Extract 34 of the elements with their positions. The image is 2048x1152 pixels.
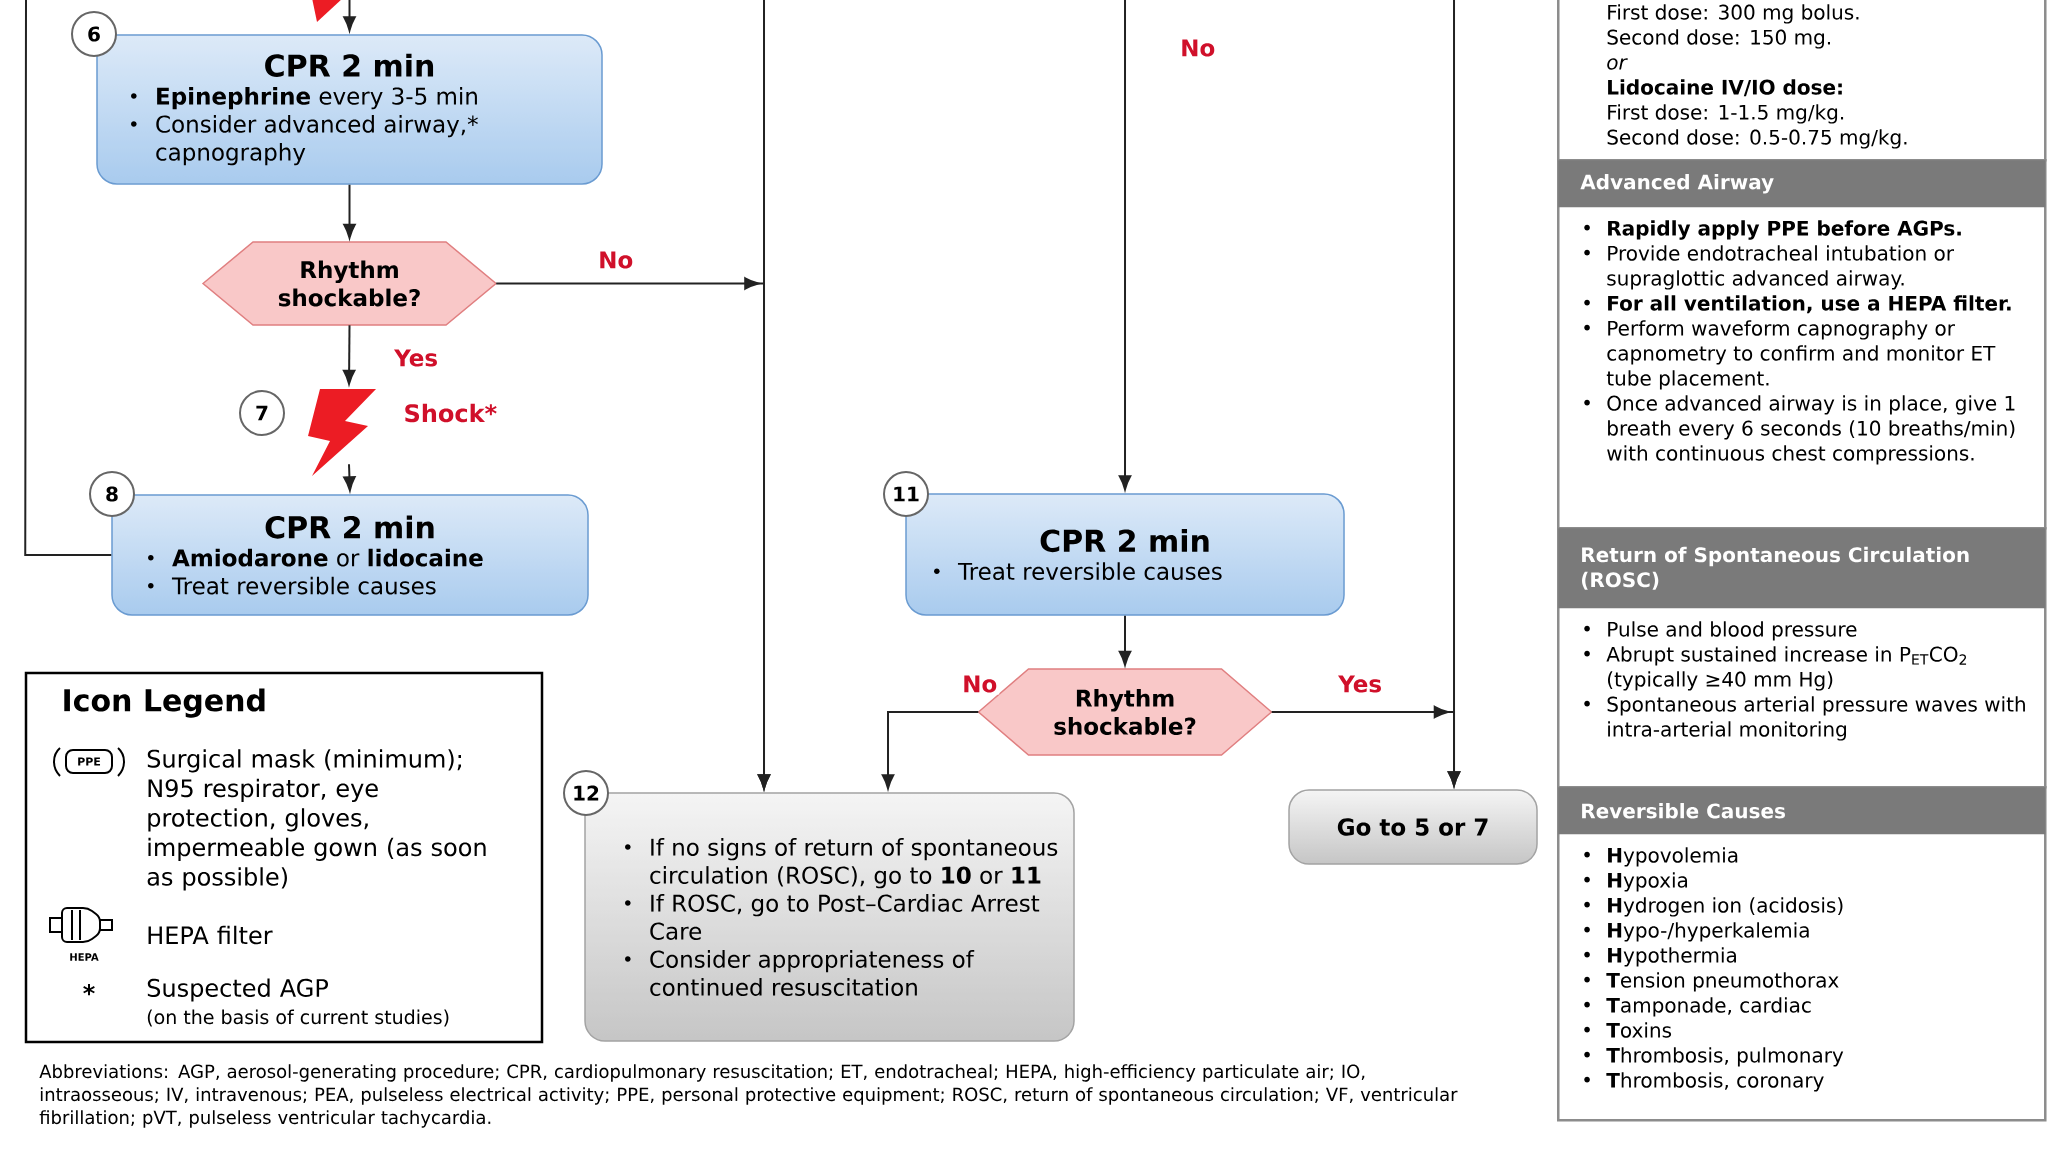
arrow — [342, 324, 356, 385]
arrow — [1447, 0, 1461, 787]
edge-label: No — [596, 249, 636, 271]
lightning-bolt — [312, 0, 343, 22]
legend-title: Icon Legend — [64, 688, 265, 718]
step-number: 8 — [89, 471, 135, 517]
arrow — [1118, 0, 1132, 491]
edge-label: No — [1178, 37, 1218, 59]
arrow — [1118, 614, 1132, 666]
asterisk-symbol: * — [83, 984, 95, 996]
lightning-bolt — [308, 389, 376, 476]
edge-label: Yes — [392, 347, 441, 369]
connector-line — [24, 0, 113, 556]
step-number: 11 — [883, 471, 929, 517]
info-panel-section: Return of Spontaneous Circulation (ROSC) Pulse and blood pressure Abrupt sustained increase in P$_{ET}$CO$_{2}$ (typically ≥40 mm Hg) Spontaneous arterial pressure waves with intra-arterial monitoring — [1557, 527, 2047, 789]
process-box: Go to 5 or 7 — [1288, 789, 1538, 865]
legend-note: (on the basis of current studies) — [147, 1009, 449, 1027]
arrow — [343, 463, 356, 492]
legend-text: HEPA filter — [148, 925, 273, 945]
arrow — [343, 0, 356, 32]
footnote-text: Abbreviations: AGP, aerosol-generating procedure; CPR, cardiopulmonary resuscitation; ET, endotracheal; HEPA, high-efficiency particulate air; IO, intraosseous; IV, intravenous; PEA, pulseless electrical activity; PPE, personal protective equipment; ROSC, return of spontaneous circulation; VF, ventricular fibrillation; pVT, pulseless ventricular tachycardia. — [39, 1064, 1458, 1128]
info-panel-section: First dose: 300 mg bolus. Second dose: 150 mg. or Lidocaine IV/IO dose: First dose: 1-1.5 mg/kg. Second dose: 0.5-0.75 mg/kg. — [1557, 0, 2047, 162]
step-number: 12 — [563, 770, 609, 816]
shock-label: Shock* — [405, 403, 497, 423]
edge-label: No — [960, 673, 1000, 695]
step-number: 6 — [71, 11, 117, 57]
legend-text: Surgical mask (minimum); N95 respirator, eye protection, gloves, impermeable gown (as soon as possible) — [147, 749, 486, 891]
edge-label: Yes — [1336, 673, 1385, 695]
step-number: 7 — [239, 390, 285, 436]
info-panel-section: Reversible Causes Hypovolemia Hypoxia Hydrogen ion (acidosis) Hypo-/hyperkalemia Hypothermia Tension pneumothorax Tamponade, cardiac Toxins Thrombosis, pulmonary Thrombosis, coronary — [1557, 786, 2047, 1122]
arrow — [881, 711, 980, 790]
arrow — [757, 0, 771, 790]
legend-text: Suspected AGP — [147, 978, 328, 1002]
info-panel-section: Advanced Airway Rapidly apply PPE before AGPs. Provide endotracheal intubation or supraglottic advanced airway. For all ventilation, use a HEPA filter. Perform waveform capnography or capnometry to confirm and monitor ET tube placement. Once advanced airway is in place, give 1 breath every 6 seconds (10 breaths/min) with continuous chest compressions. — [1557, 159, 2047, 530]
